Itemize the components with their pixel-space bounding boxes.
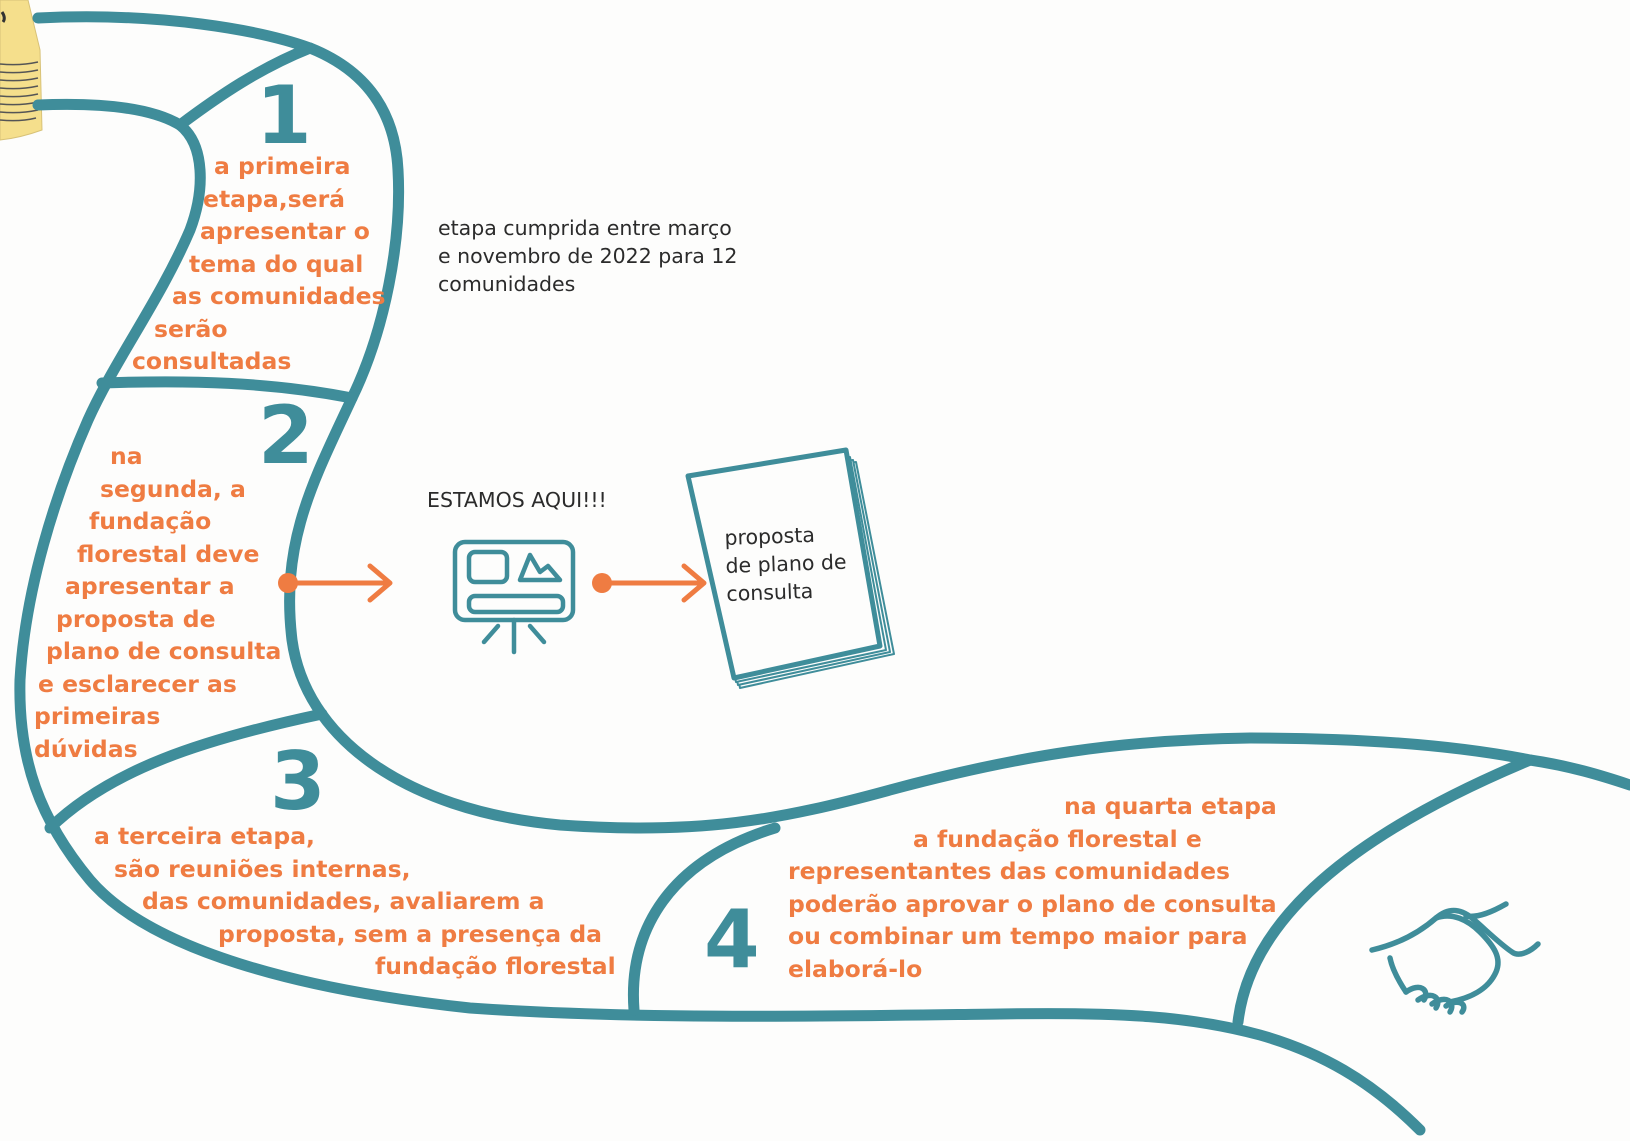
- step-number-3: 3: [270, 735, 326, 828]
- step-number-1: 1: [256, 69, 312, 162]
- document-label: proposta de plano de consulta: [724, 520, 848, 608]
- step-text-line: fundação: [89, 507, 212, 535]
- document-booklet-icon: [685, 447, 895, 689]
- step-text-line: a terceira etapa,: [94, 822, 315, 850]
- current-status-label: ESTAMOS AQUI!!!: [427, 488, 607, 512]
- note-line: comunidades: [438, 272, 576, 296]
- step-text-line: na quarta etapa: [1064, 792, 1277, 820]
- step-text-line: tema do qual: [189, 249, 364, 278]
- step-3-description: a terceira etapa, são reuniões internas,…: [0, 820, 616, 983]
- step-text-line: plano de consulta: [46, 637, 282, 665]
- document-label-line: proposta: [724, 522, 816, 550]
- step-text-line: etapa,será: [203, 184, 346, 213]
- step-text-line: a fundação florestal e: [913, 824, 1202, 853]
- step-number-2: 2: [258, 389, 314, 482]
- step-text-line: consultadas: [132, 347, 292, 375]
- step-number-4: 4: [704, 893, 760, 986]
- step-text-line: elaborá-lo: [788, 954, 923, 983]
- step-text-line: serão: [154, 314, 228, 343]
- step-1-completion-note: etapa cumprida entre março e novembro de…: [438, 214, 737, 298]
- step-text-line: a primeira: [214, 152, 351, 180]
- note-line: e novembro de 2022 para 12: [438, 244, 738, 268]
- step-text-line: na: [110, 442, 143, 470]
- step-text-line: representantes das comunidades: [788, 857, 1231, 885]
- step-2-description: na segunda, a fundação florestal deve ap…: [0, 440, 281, 765]
- presentation-board-icon: [452, 539, 576, 655]
- sticky-note-icon: [0, 0, 43, 141]
- document-label-line: de plano de: [725, 549, 847, 578]
- step-text-line: florestal deve: [77, 539, 260, 568]
- step-text-line: e esclarecer as: [38, 669, 237, 698]
- step-text-line: as comunidades: [172, 282, 386, 310]
- arrow-right-icon: [592, 563, 707, 603]
- document-label-line: consulta: [726, 578, 814, 606]
- road-outline: [14, 11, 1630, 1136]
- step-text-line: são reuniões internas,: [114, 854, 411, 883]
- arrow-right-icon: [278, 563, 393, 603]
- step-text-line: proposta de: [56, 604, 216, 633]
- step-text-line: segunda, a: [100, 474, 246, 503]
- step-text-line: poderão aprovar o plano de consulta: [788, 889, 1277, 918]
- step-text-line: apresentar a: [65, 572, 235, 600]
- step-1-description: a primeira etapa,será apresentar o tema …: [0, 150, 386, 378]
- step-text-line: primeiras: [34, 702, 161, 730]
- step-text-line: ou combinar um tempo maior para: [788, 922, 1248, 950]
- step-text-line: das comunidades, avaliarem a: [142, 887, 545, 915]
- step-4-description: na quarta etapa a fundação florestal e r…: [0, 790, 1277, 985]
- note-line: etapa cumprida entre março: [438, 216, 732, 240]
- step-text-line: fundação florestal: [375, 952, 616, 980]
- step-text-line: apresentar o: [200, 217, 370, 245]
- step-text-line: dúvidas: [34, 734, 138, 763]
- handshake-icon: [1369, 901, 1541, 1015]
- step-text-line: proposta, sem a presença da: [218, 919, 602, 948]
